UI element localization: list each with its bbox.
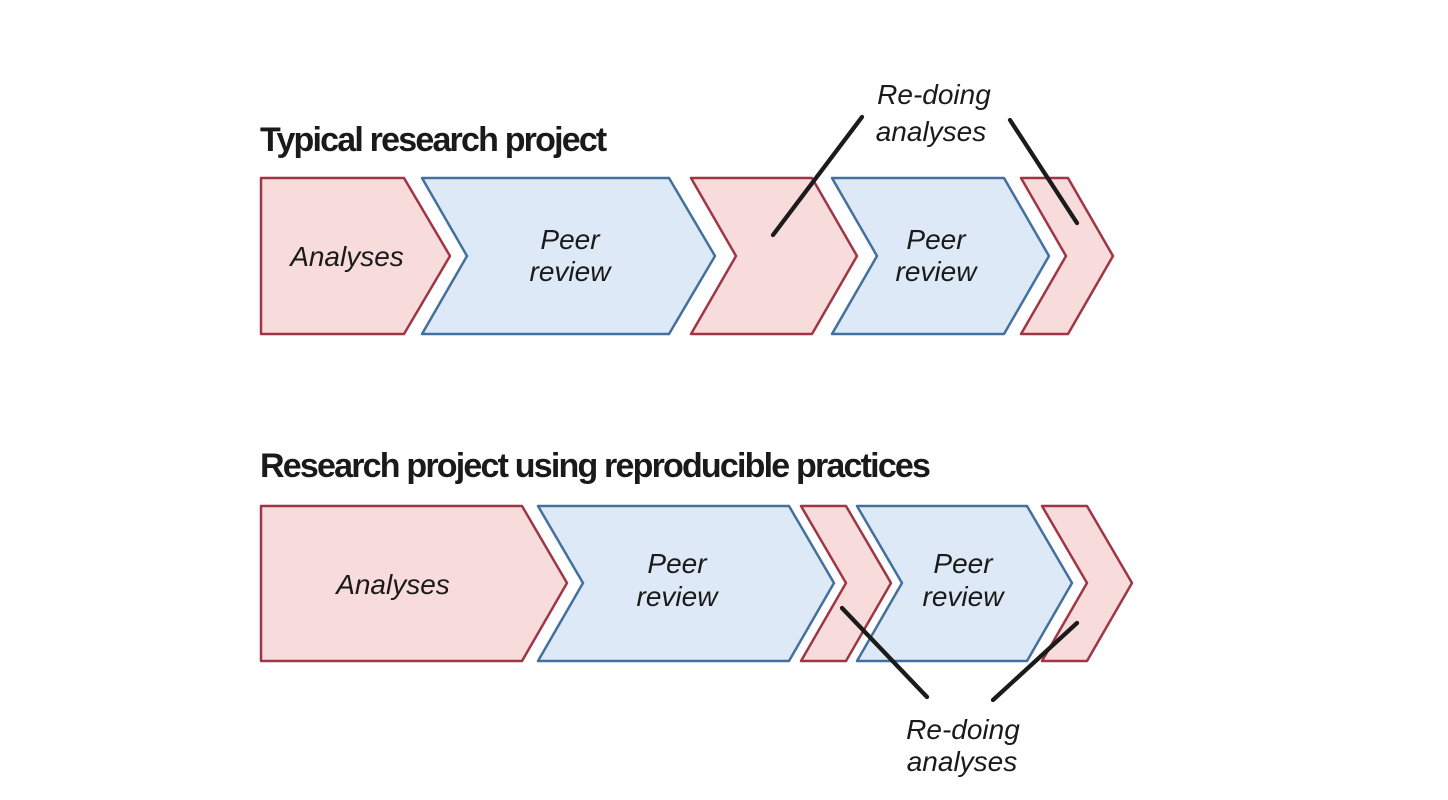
top-stage-peer-review-2-shape [830,176,1051,336]
bottom-annotation-label-line1: Re-doing [906,714,1020,745]
bottom-stage-peer-review-2-shape [855,504,1074,663]
diagram-bottom: Research project using reproducible prac… [259,447,1134,777]
top-stage-peer-review-1-label-line1: Peer [540,224,601,255]
diagram-top: Typical research project Analyses Peer r… [259,79,1115,336]
top-annotation-line-right [1007,117,1080,226]
bottom-stage-redo-analyses-2-shape [1040,504,1134,663]
top-stage-peer-review-1-shape [420,176,717,336]
bottom-stage-redo-analyses-1-shape [799,504,893,663]
bottom-stage-peer-review-2-label-line1: Peer [933,548,994,579]
diagram-bottom-title: Research project using reproducible prac… [260,447,930,485]
bottom-annotation-label-line2: analyses [907,746,1018,777]
top-stage-analyses-label: Analyses [288,241,404,272]
top-stage-analyses-shape [259,176,452,336]
bottom-stage-peer-review-2-label-line2: review [923,581,1006,612]
top-stage-redo-analyses-2-shape [1019,176,1115,336]
bottom-annotation-line-right [990,620,1080,703]
bottom-stage-peer-review-1-label-line2: review [637,581,720,612]
top-stage-redo-analyses-1-shape [689,176,859,336]
top-stage-peer-review-2-label-line2: review [896,256,979,287]
top-annotation-label-line2: analyses [876,116,987,147]
bottom-stage-peer-review-1-shape [536,504,836,663]
bottom-annotation-line-left [839,605,930,700]
top-stage-peer-review-1-label-line2: review [530,256,613,287]
top-annotation-line-left [770,114,865,238]
bottom-stage-analyses-label: Analyses [334,569,450,600]
bottom-stage-peer-review-1-label-line1: Peer [647,548,708,579]
top-annotation-label-line1: Re-doing [877,79,991,110]
bottom-stage-analyses-shape [259,504,569,663]
top-stage-peer-review-2-label-line1: Peer [906,224,967,255]
diagram-top-title: Typical research project [260,121,607,159]
